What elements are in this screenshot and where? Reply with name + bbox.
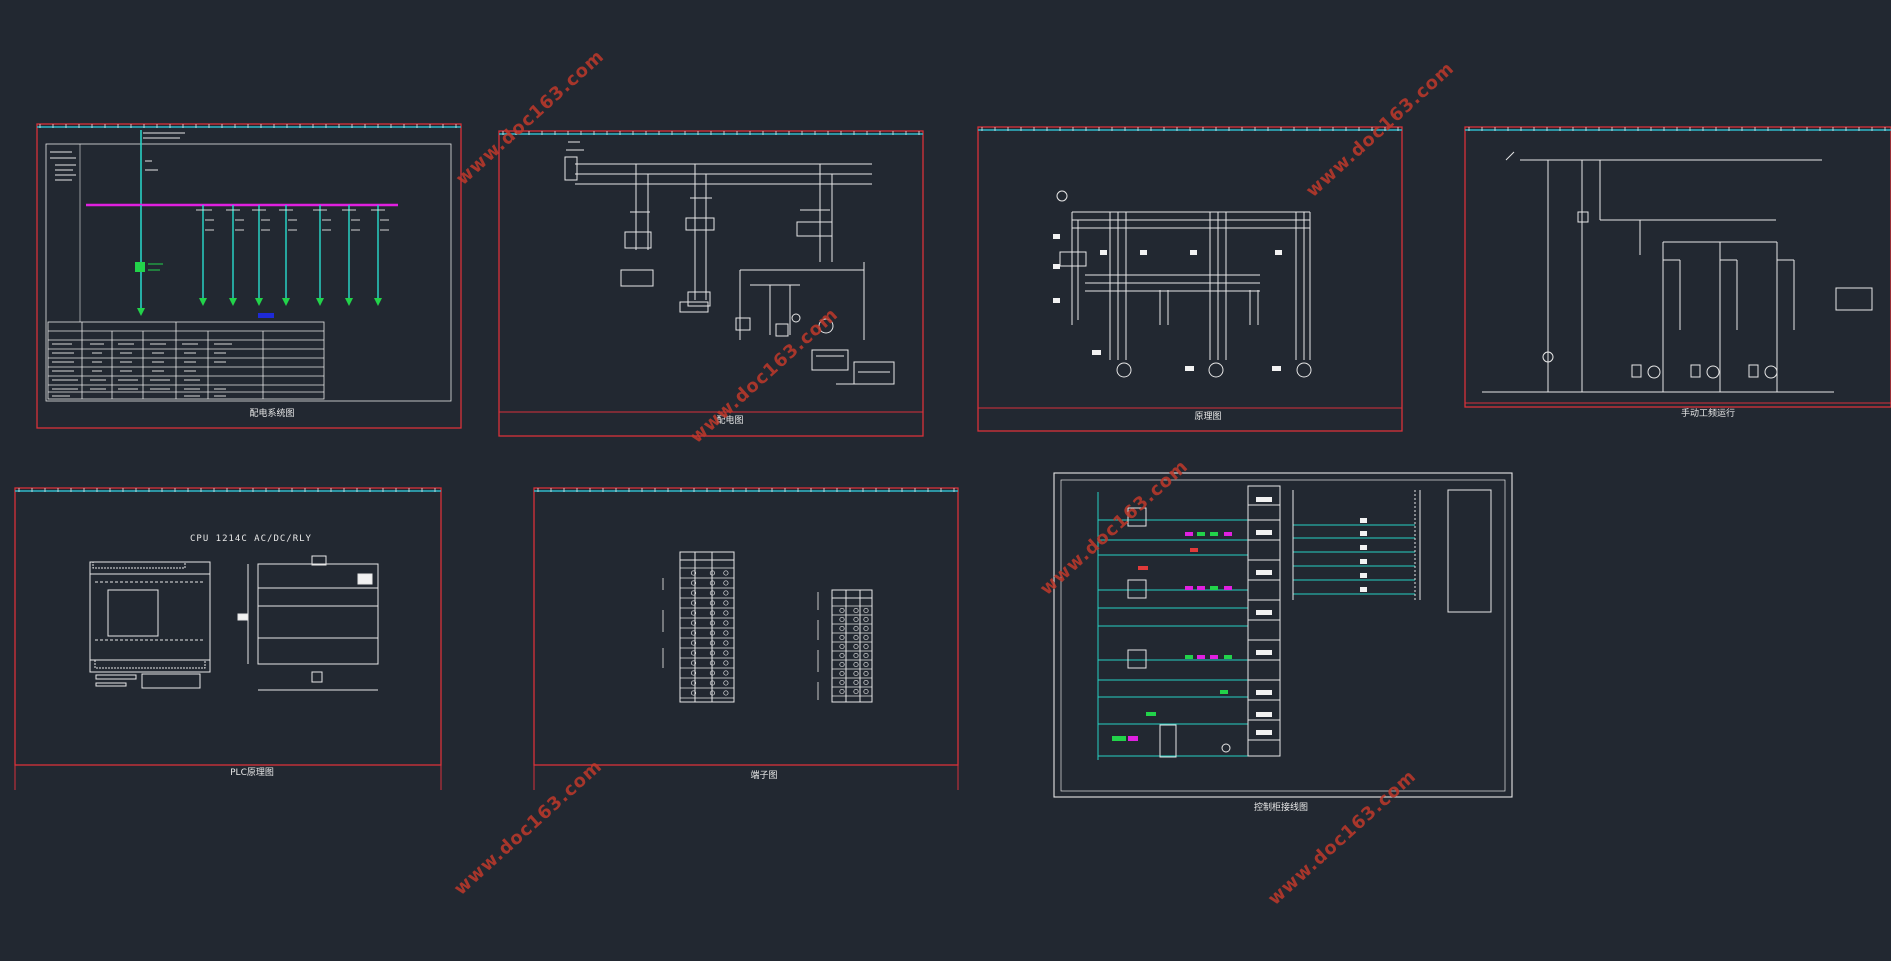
terminal-screw xyxy=(690,610,697,616)
terminal-screw xyxy=(709,570,715,576)
terminal-screw xyxy=(853,661,859,668)
terminal-screw xyxy=(839,625,845,632)
sheet-title-schematic: 原理图 xyxy=(1194,412,1222,422)
terminal-screw xyxy=(863,679,869,686)
schematic-circuit xyxy=(1056,190,1312,378)
terminal-screw xyxy=(853,625,859,632)
terminal-screw xyxy=(839,652,845,659)
terminal-screw xyxy=(863,616,869,623)
sheet-title-distribution: 配电图 xyxy=(716,416,744,426)
terminal-screw xyxy=(839,607,845,614)
terminal-screw xyxy=(723,590,729,596)
terminal-screw xyxy=(853,679,859,686)
terminal-screw xyxy=(853,688,859,695)
terminal-screw xyxy=(853,616,859,623)
feeder-branches xyxy=(202,205,379,300)
terminal-screw xyxy=(690,570,697,576)
terminal-screw xyxy=(709,620,715,626)
terminal-screw xyxy=(853,652,859,659)
terminal-screw xyxy=(709,670,715,676)
terminal-screw xyxy=(709,580,715,586)
load-table xyxy=(47,321,325,400)
terminal-screw xyxy=(863,652,869,659)
cabinet-wire-tags xyxy=(1112,532,1232,741)
terminal-screw xyxy=(839,670,845,677)
terminal-screw xyxy=(709,640,715,646)
terminal-screw xyxy=(709,650,715,656)
terminal-screw xyxy=(690,620,697,626)
terminal-screw xyxy=(863,670,869,677)
terminal-strip-1 xyxy=(679,551,735,703)
terminal-screw xyxy=(839,688,845,695)
sheet-title-power-system: 配电系统图 xyxy=(249,409,295,419)
terminal-screw xyxy=(723,640,729,646)
terminal-screw xyxy=(723,660,729,666)
sheet-title-terminal: 端子图 xyxy=(750,771,778,781)
terminal-screw xyxy=(709,600,715,606)
sheet-manual-control[interactable] xyxy=(1464,126,1891,408)
sheet-plc[interactable] xyxy=(14,487,442,790)
terminal-screw xyxy=(839,661,845,668)
terminal-screw xyxy=(690,660,697,666)
sheet-distribution[interactable] xyxy=(498,130,924,437)
terminal-screw xyxy=(839,634,845,641)
terminal-screw xyxy=(863,661,869,668)
sheet-terminal[interactable] xyxy=(533,487,959,790)
terminal-screw xyxy=(839,616,845,623)
terminal-screw xyxy=(690,580,697,586)
terminal-screw xyxy=(690,630,697,636)
plc-front-view xyxy=(89,561,211,689)
plc-model-label: CPU 1214C AC/DC/RLY xyxy=(190,534,312,544)
terminal-strip-2 xyxy=(831,589,873,703)
terminal-screw xyxy=(690,690,697,696)
cabinet-wiring xyxy=(1097,492,1415,760)
terminal-screw xyxy=(723,580,729,586)
distribution-circuit xyxy=(564,156,895,385)
terminal-screw xyxy=(709,690,715,696)
terminal-screw xyxy=(863,688,869,695)
terminal-screw xyxy=(690,640,697,646)
terminal-screw xyxy=(690,650,697,656)
terminal-screw xyxy=(690,590,697,596)
terminal-screw xyxy=(709,590,715,596)
terminal-screw xyxy=(723,610,729,616)
terminal-screw xyxy=(723,650,729,656)
terminal-screw xyxy=(723,620,729,626)
terminal-screw xyxy=(709,630,715,636)
terminal-screw xyxy=(723,670,729,676)
plc-side-view xyxy=(237,555,379,691)
terminal-screw xyxy=(690,680,697,686)
terminal-screw xyxy=(709,680,715,686)
terminal-screw xyxy=(709,660,715,666)
manual-circuit xyxy=(1482,151,1873,393)
terminal-screw xyxy=(863,634,869,641)
terminal-screw xyxy=(690,600,697,606)
terminal-screw xyxy=(839,643,845,650)
terminal-screw xyxy=(863,625,869,632)
terminal-screw xyxy=(853,643,859,650)
terminal-screw xyxy=(863,607,869,614)
sheet-title-control-cabinet: 控制柜接线图 xyxy=(1253,803,1309,813)
terminal-screw xyxy=(839,679,845,686)
sheet-title-plc: PLC原理图 xyxy=(230,768,274,778)
terminal-screw xyxy=(863,643,869,650)
terminal-screw xyxy=(853,634,859,641)
sheet-schematic[interactable] xyxy=(977,126,1403,432)
incoming-info xyxy=(50,151,76,181)
terminal-screw xyxy=(690,670,697,676)
sheet-title-manual-control: 手动工频运行 xyxy=(1680,409,1736,419)
terminal-screw xyxy=(723,630,729,636)
terminal-screw xyxy=(723,600,729,606)
terminal-screw xyxy=(853,607,859,614)
sheet-control-cabinet[interactable] xyxy=(1053,472,1513,798)
sheet-power-system[interactable] xyxy=(36,123,462,429)
terminal-screw xyxy=(709,610,715,616)
terminal-screw xyxy=(723,680,729,686)
terminal-screw xyxy=(853,670,859,677)
terminal-screw xyxy=(723,690,729,696)
terminal-screw xyxy=(723,570,729,576)
